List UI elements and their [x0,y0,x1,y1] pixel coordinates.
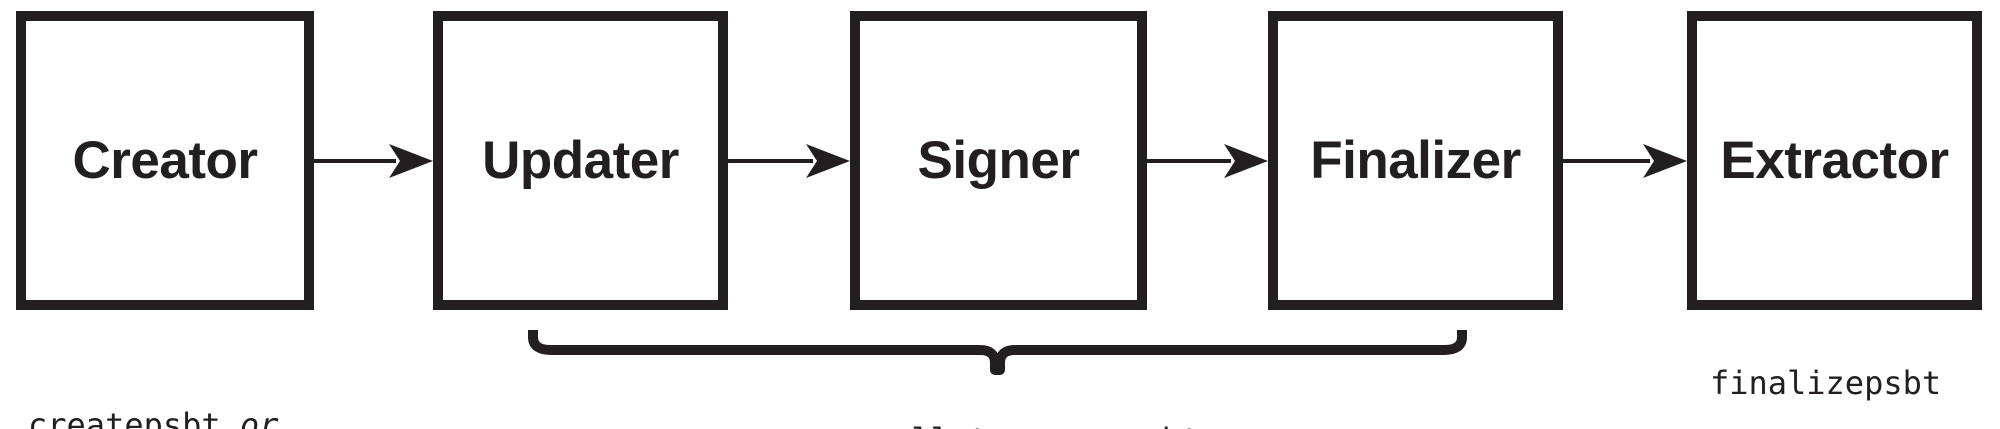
caption-creator-line1: createpsbt or [28,404,278,429]
arrow-signer-to-finalizer [1147,141,1268,181]
node-extractor-label: Extractor [1720,131,1949,190]
group-brace-updater-signer-finalizer [525,325,1470,375]
caption-creator-conjunction: or [239,406,279,429]
node-updater-label: Updater [482,131,679,190]
node-signer-label: Signer [917,131,1080,190]
caption-creator: createpsbt or converttopsbt [28,320,278,429]
caption-extractor-command: finalizepsbt [1587,320,1987,429]
caption-creator-command: createpsbt [28,406,221,429]
node-extractor[interactable]: Extractor [1687,11,1982,310]
node-creator-label: Creator [72,131,258,190]
node-finalizer[interactable]: Finalizer [1268,11,1563,310]
caption-group-command-text: walletprocesspsbt [873,421,1201,429]
arrow-creator-to-updater [314,141,433,181]
node-creator[interactable]: Creator [16,11,314,310]
caption-extractor-command-text: finalizepsbt [1709,364,1942,403]
arrow-updater-to-signer [728,141,850,181]
node-finalizer-label: Finalizer [1310,131,1521,190]
caption-group-command: walletprocesspsbt [748,377,1248,429]
arrow-finalizer-to-extractor [1563,141,1687,181]
node-updater[interactable]: Updater [433,11,728,310]
node-signer[interactable]: Signer [850,11,1147,310]
